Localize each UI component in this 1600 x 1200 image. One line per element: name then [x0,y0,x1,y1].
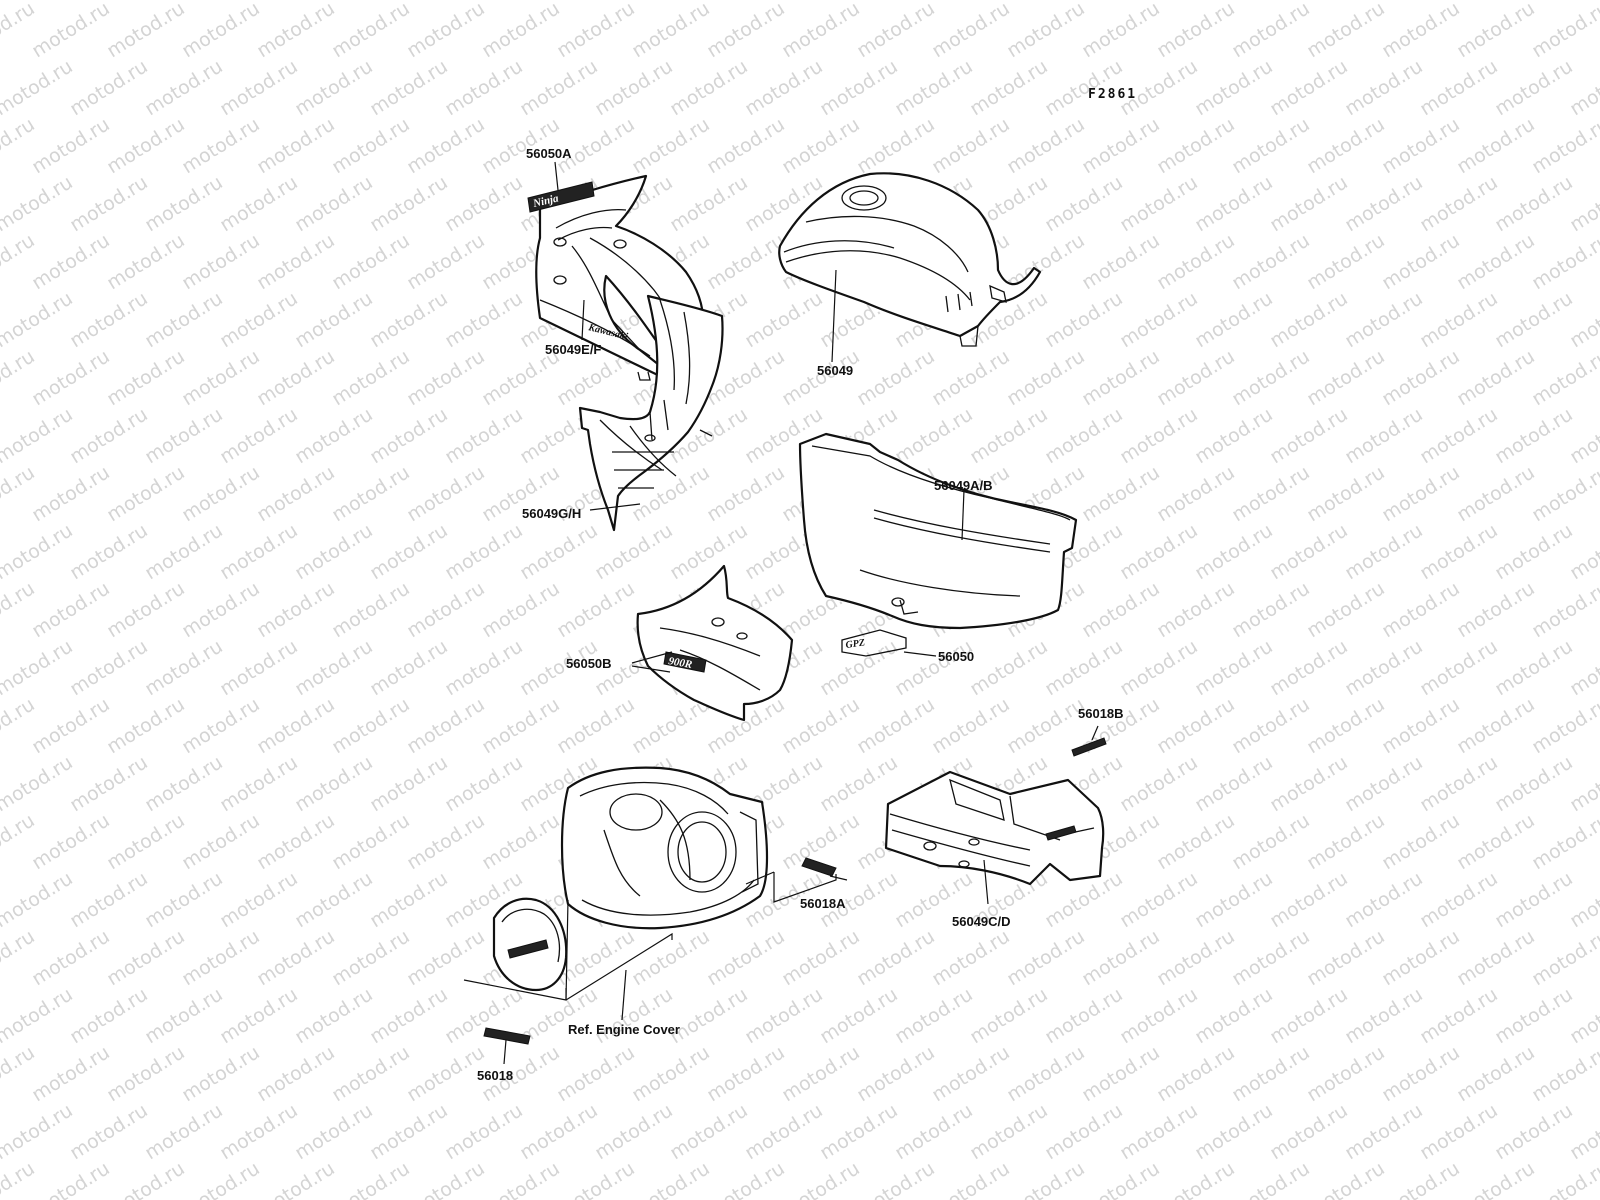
part-label-56049GH: 56049G/H [522,506,581,521]
part-label-56049: 56049 [817,363,853,378]
part-label-56049EF: 56049E/F [545,342,601,357]
part-label-56050: 56050 [938,649,974,664]
engine-cover-drawing [560,766,769,930]
part-label-56049CD: 56049C/D [952,914,1011,929]
svg-text:900R: 900R [667,655,693,671]
part-label-56018A: 56018A [800,896,846,911]
chain-cover-drawing [884,770,1105,886]
decal-56018A [801,857,837,877]
svg-text:GPZ: GPZ [845,637,866,651]
reference-label: Ref. Engine Cover [568,1022,680,1037]
fuel-tank-drawing [778,172,1042,347]
generator-cover-drawing [492,897,568,992]
middle-cowl-drawing [578,294,724,532]
part-label-56050A: 56050A [526,146,572,161]
side-cover-drawing [798,432,1078,630]
decal-56018 [483,1027,531,1045]
side-emblem-56050: GPZ [841,629,907,657]
inner-panel-drawing: 900R [636,564,794,722]
decal-56018B [1071,737,1107,757]
part-labels: 56050A 56049E/F 56049 56049G/H 56049A/B … [477,146,1124,1083]
svg-text:Ninja: Ninja [531,192,560,210]
windshield-emblem-56050A: Ninja [527,181,595,213]
part-label-56018: 56018 [477,1068,513,1083]
figure-code: F2861 [1088,87,1137,102]
leader-lines [463,161,1099,1065]
part-label-56018B: 56018B [1078,706,1124,721]
part-label-56049AB: 56049A/B [934,478,993,493]
part-label-56050B: 56050B [566,656,612,671]
